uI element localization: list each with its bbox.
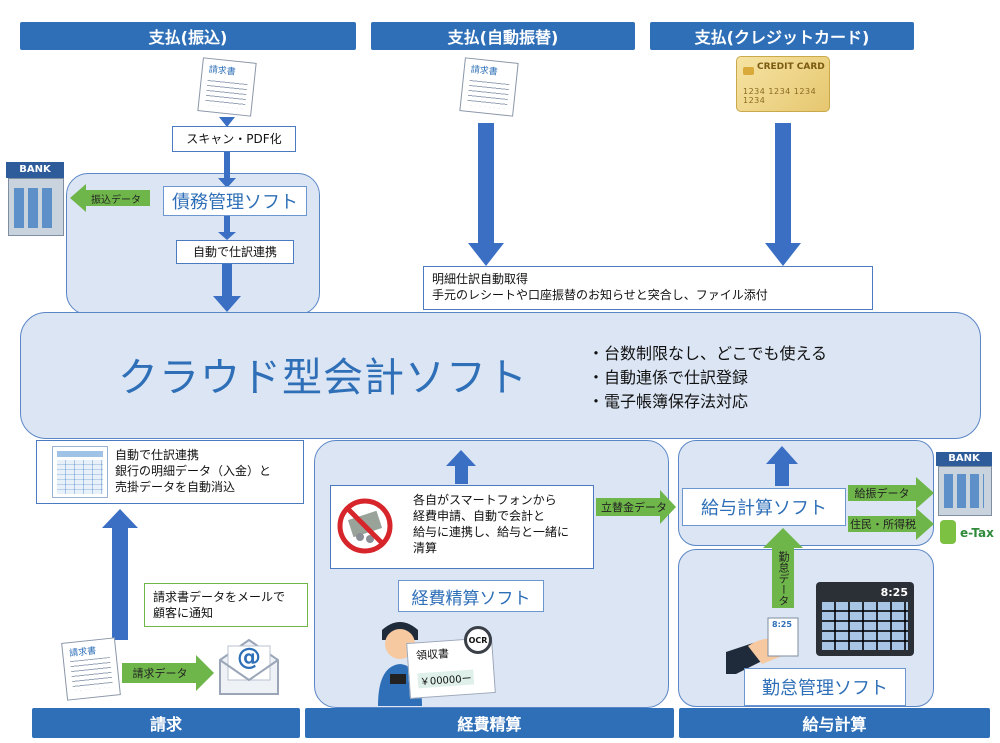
invoice-icon: 請求書 xyxy=(61,637,121,701)
kyufuri-data-label: 給振データ xyxy=(854,487,910,500)
feature-item: ・自動連係で仕訳登録 xyxy=(588,368,749,387)
receipt-amount: ￥00000ー xyxy=(417,669,475,689)
arrow-seikyu-data xyxy=(122,655,214,691)
ocr-lens-icon: OCR xyxy=(464,626,492,654)
cloud-title: クラウド型会計ソフト xyxy=(118,355,528,401)
furikomi-data-label: 振込データ xyxy=(91,194,141,206)
kyuyo-soft-box: 給与計算ソフト xyxy=(682,488,846,526)
header-furikomi: 支払(振込) xyxy=(20,22,356,50)
etax-text: e-Tax xyxy=(960,526,994,540)
keihi-desc-box: 各自がスマートフォンから 経費申請、自動で会計と 給与に連携し、給与と一緒に 清… xyxy=(330,485,594,569)
scan-pdf-box: スキャン・PDF化 xyxy=(172,126,296,152)
header-seikyu: 請求 xyxy=(32,708,300,738)
clock-time-display: 8:25 xyxy=(880,586,908,599)
arrow-kyufuri-data xyxy=(848,477,934,509)
arrow-scan-to-saimu xyxy=(218,152,236,188)
seikyu-data-label: 請求データ xyxy=(132,667,188,680)
arrow-keihi-up xyxy=(446,450,476,484)
bank-icon: BANK xyxy=(936,452,992,516)
arrow-credit-down xyxy=(765,123,801,266)
meisai-line2: 手元のレシートや口座振替のお知らせと突合し、ファイル添付 xyxy=(432,288,768,302)
saimu-soft-box: 債務管理ソフト xyxy=(163,186,307,216)
seikyu-info-line: 売掛データを自動消込 xyxy=(115,480,236,494)
jido-shiwake-box: 自動で仕訳連携 xyxy=(176,240,294,264)
arrow-tatekae-data xyxy=(596,490,676,524)
arrow-jido-to-cloud xyxy=(213,263,241,312)
keihi-desc-line: 給与に連携し、給与と一緒に xyxy=(413,525,570,539)
feature-item: ・台数制限なし、どこでも使える xyxy=(588,344,828,363)
invoice-title-text: 請求書 xyxy=(470,65,499,78)
mail-notice-line: 請求書データをメールで xyxy=(153,590,286,604)
mail-notice-box: 請求書データをメールで 顧客に通知 xyxy=(144,583,308,627)
spreadsheet-icon xyxy=(52,446,108,498)
credit-card-number: 1234 1234 1234 1234 xyxy=(743,87,817,105)
arrow-seikyu-up xyxy=(102,509,138,640)
cloud-accounting-panel xyxy=(20,312,981,439)
credit-card-icon: CREDIT CARD 1234 1234 1234 1234 xyxy=(736,56,830,112)
invoice-title-text: 請求書 xyxy=(208,65,237,78)
meisai-box: 明細仕訳自動取得 手元のレシートや口座振替のお知らせと突合し、ファイル添付 xyxy=(423,266,873,310)
mail-notice-line: 顧客に通知 xyxy=(153,606,214,620)
time-card-text: 8:25 xyxy=(772,620,792,629)
feature-item: ・電子帳簿保存法対応 xyxy=(588,392,749,411)
receipt-title: 領収書 xyxy=(415,647,450,663)
invoice-icon: 請求書 xyxy=(197,57,257,117)
seikyu-info-line: 銀行の明細データ（入金）と xyxy=(115,464,272,478)
arrow-kintai-data xyxy=(763,528,803,608)
bank-label: BANK xyxy=(936,452,992,466)
kintai-soft-box: 勤怠管理ソフト xyxy=(744,668,906,706)
header-credit: 支払(クレジットカード) xyxy=(650,22,914,50)
meisai-line1: 明細仕訳自動取得 xyxy=(432,272,529,286)
arrow-jumin-data xyxy=(848,508,934,540)
jumin-tax-label: 住民・所得税 xyxy=(850,518,916,531)
kintai-data-label: 勤怠データ xyxy=(777,550,790,606)
mail-at-symbol: @ xyxy=(237,643,261,671)
invoice-icon: 請求書 xyxy=(459,57,519,117)
header-keihi: 経費精算 xyxy=(305,708,674,738)
keihi-desc-line: 各自がスマートフォンから xyxy=(413,493,557,507)
seikyu-info-line: 自動で仕訳連携 xyxy=(115,448,200,462)
header-kyuyo: 給与計算 xyxy=(679,708,990,738)
time-card-hand-icon: 8:25 xyxy=(726,612,810,674)
arrow-kyuyo-up xyxy=(766,446,798,486)
time-clock-icon: 8:25 xyxy=(816,582,914,656)
arrow-saimu-to-jido xyxy=(218,216,236,240)
mail-icon: @ xyxy=(216,636,282,698)
header-jido-furikae: 支払(自動振替) xyxy=(371,22,635,50)
keihi-desc-line: 経費申請、自動で会計と xyxy=(413,509,546,523)
etax-logo: e-Tax xyxy=(938,514,998,550)
bank-label: BANK xyxy=(6,162,64,178)
keihi-desc-line: 清算 xyxy=(413,541,438,555)
arrow-invoice-to-scan xyxy=(219,117,235,127)
invoice-title-text: 請求書 xyxy=(68,646,97,660)
arrow-furikomi-data xyxy=(70,184,150,212)
tatekae-data-label: 立替金データ xyxy=(601,501,667,514)
credit-card-text: CREDIT CARD xyxy=(757,62,825,72)
bank-icon: BANK xyxy=(6,162,64,236)
feature-list: ・台数制限なし、どこでも使える ・自動連係で仕訳登録 ・電子帳簿保存法対応 xyxy=(588,342,888,422)
keihi-soft-box: 経費精算ソフト xyxy=(398,580,544,612)
no-cash-icon xyxy=(336,497,394,555)
ocr-label: OCR xyxy=(468,635,488,645)
arrow-furikae-down xyxy=(468,123,504,266)
